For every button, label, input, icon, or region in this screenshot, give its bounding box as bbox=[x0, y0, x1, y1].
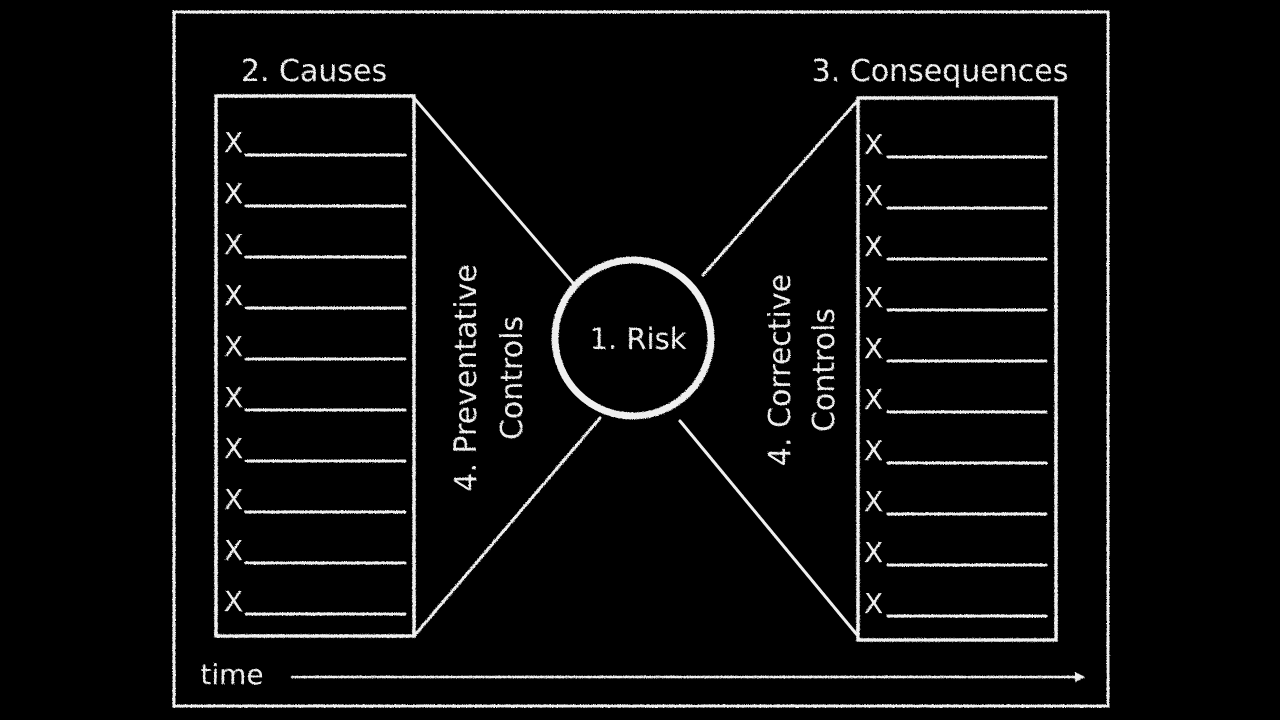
consequences-item: X bbox=[864, 230, 1048, 263]
causes-item: X bbox=[224, 381, 407, 414]
causes-title: 2. Causes bbox=[241, 54, 387, 89]
bowtie-line-bottom-right bbox=[678, 419, 860, 638]
consequences-item: X bbox=[864, 332, 1048, 365]
bowtie-line-top-left bbox=[412, 96, 575, 285]
consequences-item-mark: X bbox=[864, 128, 883, 161]
consequences-item: X bbox=[864, 536, 1048, 569]
risk-label: 1. Risk bbox=[590, 322, 687, 356]
causes-item-mark: X bbox=[224, 330, 243, 363]
causes-item: X bbox=[224, 279, 407, 312]
causes-item-mark: X bbox=[224, 381, 243, 414]
causes-item: X bbox=[224, 585, 407, 618]
consequences-item: X bbox=[864, 179, 1048, 212]
causes-item: X bbox=[224, 228, 407, 261]
causes-item-mark: X bbox=[224, 534, 243, 567]
corrective-controls-line1: 4. Corrective bbox=[763, 274, 798, 466]
causes-item: X bbox=[224, 432, 407, 465]
causes-item-mark: X bbox=[224, 432, 243, 465]
causes-box bbox=[214, 94, 416, 638]
bowtie-line-bottom-left bbox=[412, 416, 602, 638]
causes-item: X bbox=[224, 126, 407, 159]
consequences-item-mark: X bbox=[864, 383, 883, 416]
causes-item-mark: X bbox=[224, 585, 243, 618]
consequences-item-mark: X bbox=[864, 179, 883, 212]
causes-item: X bbox=[224, 330, 407, 363]
consequences-item-mark: X bbox=[864, 230, 883, 263]
causes-item: X bbox=[224, 534, 407, 567]
consequences-item-mark: X bbox=[864, 587, 883, 620]
causes-item-mark: X bbox=[224, 279, 243, 312]
consequences-item-mark: X bbox=[864, 434, 883, 467]
consequences-item: X bbox=[864, 383, 1048, 416]
preventative-controls-line1: 4. Preventative bbox=[449, 264, 484, 492]
consequences-item: X bbox=[864, 128, 1048, 161]
consequences-item-mark: X bbox=[864, 281, 883, 314]
consequences-item-mark: X bbox=[864, 332, 883, 365]
consequences-title: 3. Consequences bbox=[812, 54, 1069, 89]
causes-item: X bbox=[224, 483, 407, 516]
causes-item-mark: X bbox=[224, 483, 243, 516]
consequences-item: X bbox=[864, 485, 1048, 518]
consequences-item: X bbox=[864, 587, 1048, 620]
causes-item-mark: X bbox=[224, 228, 243, 261]
consequences-box bbox=[856, 96, 1058, 642]
outer-frame bbox=[172, 10, 1110, 708]
bowtie-line-top-right bbox=[701, 98, 860, 277]
consequences-item: X bbox=[864, 434, 1048, 467]
consequences-item-mark: X bbox=[864, 536, 883, 569]
causes-item: X bbox=[224, 177, 407, 210]
time-label: time bbox=[200, 658, 263, 691]
causes-item-mark: X bbox=[224, 126, 243, 159]
consequences-item-mark: X bbox=[864, 485, 883, 518]
consequences-item: X bbox=[864, 281, 1048, 314]
causes-item-mark: X bbox=[224, 177, 243, 210]
risk-circle bbox=[551, 256, 715, 420]
preventative-controls-line2: Controls bbox=[495, 316, 530, 440]
corrective-controls-line2: Controls bbox=[807, 308, 842, 432]
